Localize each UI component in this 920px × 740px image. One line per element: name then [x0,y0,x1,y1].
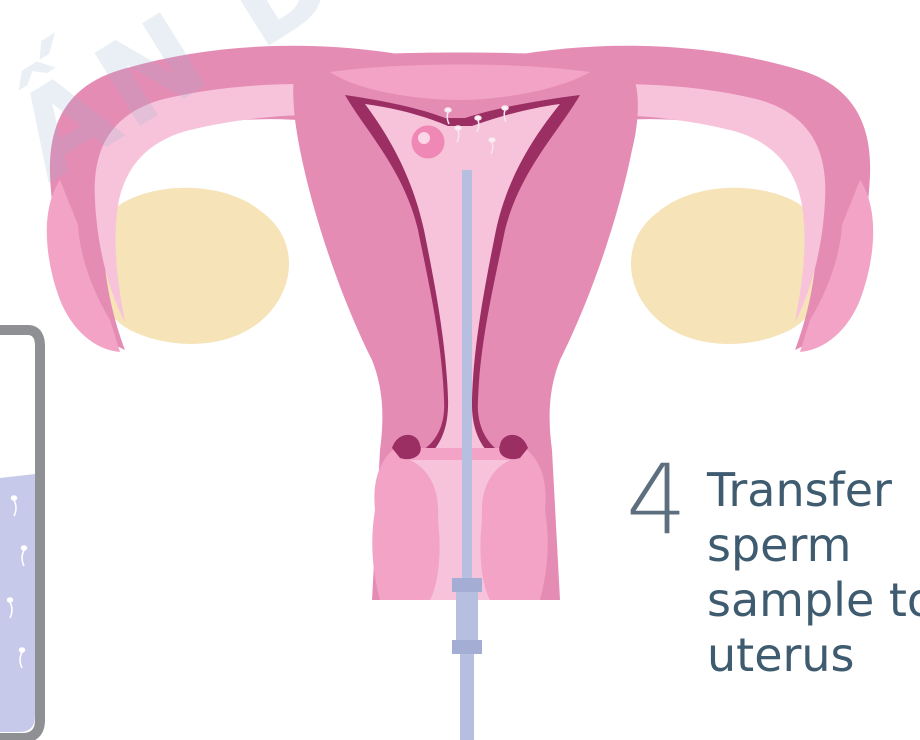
step-line-2: sperm [707,518,920,573]
sample-liquid [0,474,35,732]
right-ovary [631,188,826,344]
step-line-4: uterus [707,628,920,683]
step-description: Transfer sperm sample to uterus [707,463,920,683]
egg-nucleus [418,132,430,144]
step-line-3: sample to [707,573,920,628]
step-number: 4 [626,452,687,548]
beaker-icon [0,330,40,738]
step-line-1: Transfer [707,463,920,518]
left-ovary [94,188,289,344]
